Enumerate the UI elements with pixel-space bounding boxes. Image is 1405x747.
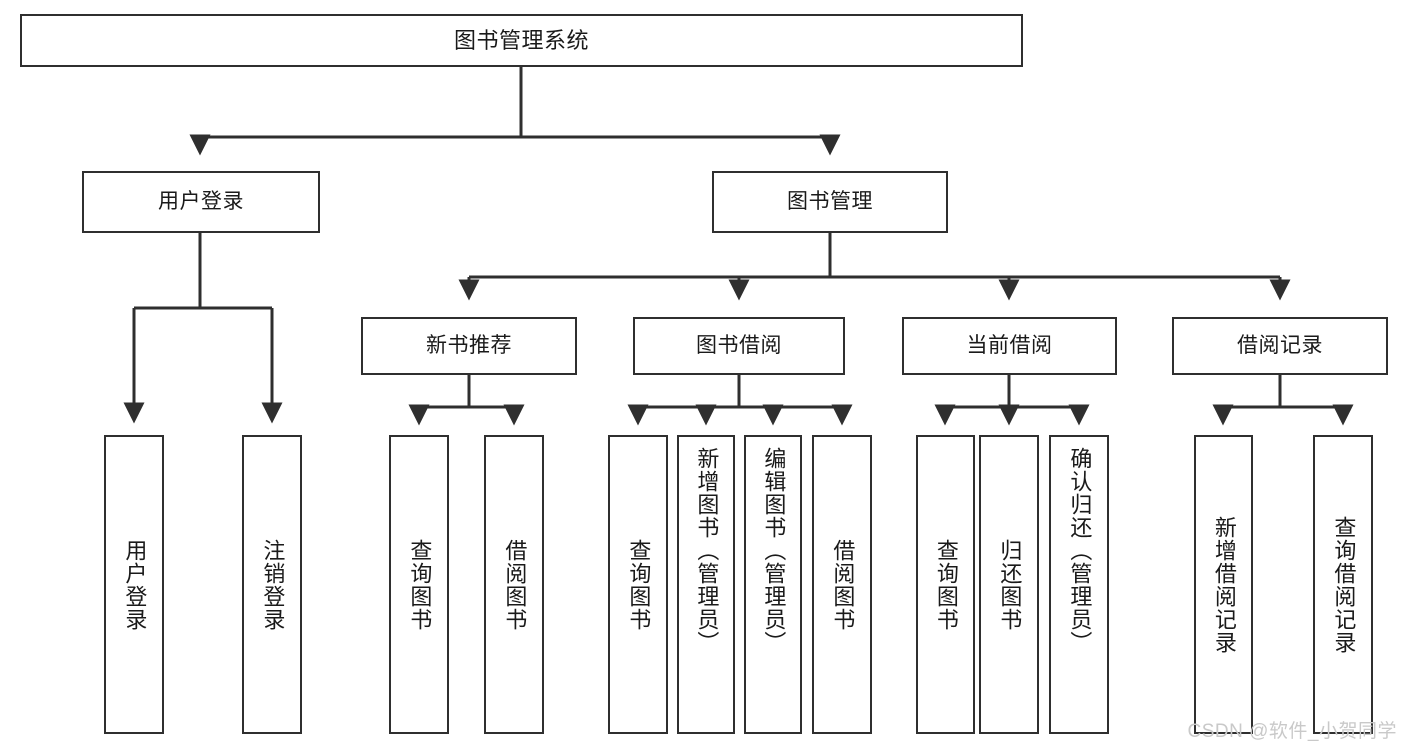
node-current-borrow[interactable]: 当前借阅 [902, 317, 1117, 375]
node-new-book-rec[interactable]: 新书推荐 [361, 317, 577, 375]
node-user-login-label: 用户登录 [158, 189, 244, 213]
leaf-return-book[interactable]: 归还图书 [979, 435, 1039, 734]
leaf-query-book-2[interactable]: 查询图书 [608, 435, 668, 734]
node-borrow-record[interactable]: 借阅记录 [1172, 317, 1388, 375]
leaf-borrow-book-1-label: 借阅图书 [502, 538, 528, 631]
node-book-manage[interactable]: 图书管理 [712, 171, 948, 233]
leaf-logout[interactable]: 注销登录 [242, 435, 302, 734]
node-root-label: 图书管理系统 [453, 27, 589, 53]
leaf-add-book-label: 新增图书（管理员） [694, 447, 720, 654]
node-current-borrow-label: 当前借阅 [966, 333, 1053, 357]
leaf-edit-book[interactable]: 编辑图书（管理员） [744, 435, 802, 734]
leaf-borrow-book-2[interactable]: 借阅图书 [812, 435, 872, 734]
leaf-user-login[interactable]: 用户登录 [104, 435, 164, 734]
node-book-borrow-label: 图书借阅 [696, 333, 782, 357]
leaf-query-record-label: 查询借阅记录 [1331, 515, 1357, 654]
watermark-text: CSDN @软件_小贺同学 [1187, 721, 1397, 742]
leaf-query-book-2-label: 查询图书 [626, 538, 652, 631]
leaf-user-login-label: 用户登录 [122, 538, 148, 631]
node-root[interactable]: 图书管理系统 [20, 14, 1023, 67]
leaf-return-book-label: 归还图书 [997, 538, 1023, 631]
leaf-query-record[interactable]: 查询借阅记录 [1313, 435, 1373, 734]
leaf-add-record[interactable]: 新增借阅记录 [1194, 435, 1253, 734]
leaf-add-record-label: 新增借阅记录 [1211, 515, 1237, 654]
leaf-add-book[interactable]: 新增图书（管理员） [677, 435, 735, 734]
leaf-query-book-3[interactable]: 查询图书 [916, 435, 975, 734]
node-new-book-rec-label: 新书推荐 [426, 333, 512, 357]
node-borrow-record-label: 借阅记录 [1237, 333, 1323, 357]
leaf-edit-book-label: 编辑图书（管理员） [761, 447, 787, 654]
leaf-confirm-return-label: 确认归还（管理员） [1067, 447, 1093, 654]
leaf-logout-label: 注销登录 [260, 538, 286, 631]
leaf-borrow-book-2-label: 借阅图书 [830, 538, 856, 631]
node-book-borrow[interactable]: 图书借阅 [633, 317, 845, 375]
node-user-login[interactable]: 用户登录 [82, 171, 320, 233]
leaf-confirm-return[interactable]: 确认归还（管理员） [1049, 435, 1109, 734]
node-book-manage-label: 图书管理 [787, 189, 873, 213]
leaf-query-book-3-label: 查询图书 [933, 538, 959, 631]
leaf-query-book-1-label: 查询图书 [407, 538, 433, 631]
leaf-borrow-book-1[interactable]: 借阅图书 [484, 435, 544, 734]
leaf-query-book-1[interactable]: 查询图书 [389, 435, 449, 734]
